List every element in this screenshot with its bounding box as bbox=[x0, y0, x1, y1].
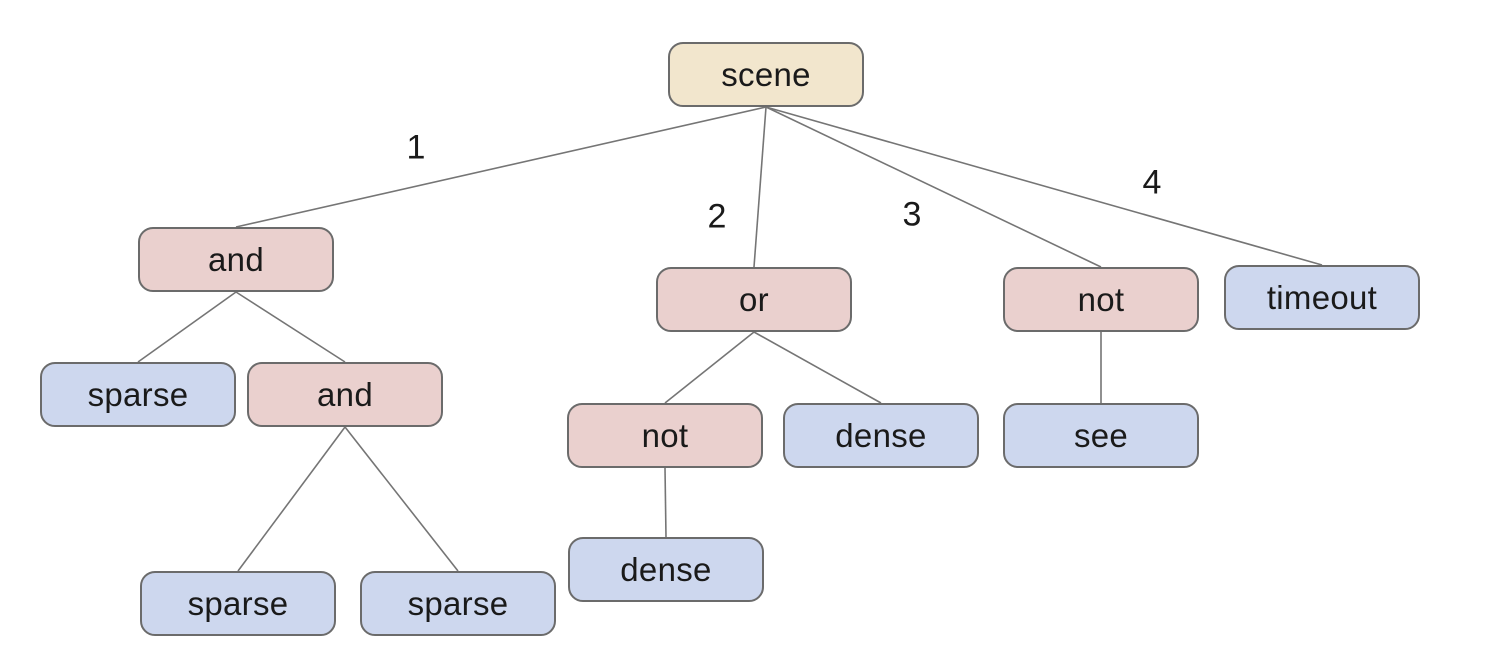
node-label: dense bbox=[835, 416, 927, 454]
edge-line-and-1-and-2 bbox=[235, 291, 346, 363]
node-label: scene bbox=[721, 55, 811, 93]
edge-line-scene-or-1 bbox=[753, 106, 767, 268]
edge-label-1: 1 bbox=[406, 128, 426, 167]
node-label: not bbox=[641, 416, 689, 454]
node-label: sparse bbox=[87, 375, 189, 413]
node-label: not bbox=[1077, 280, 1125, 318]
node-label: and bbox=[208, 240, 264, 278]
edge-label-2: 2 bbox=[707, 197, 727, 236]
tree-node-not-1: not bbox=[1003, 267, 1199, 332]
edge-label-4: 4 bbox=[1142, 163, 1162, 202]
tree-node-see-1: see bbox=[1003, 403, 1199, 468]
tree-node-dense-2: dense bbox=[568, 537, 764, 602]
node-label: sparse bbox=[407, 584, 509, 622]
tree-node-not-2: not bbox=[567, 403, 763, 468]
tree-node-sparse-3: sparse bbox=[360, 571, 556, 636]
edge-line-scene-not-1 bbox=[765, 106, 1102, 268]
tree-node-dense-1: dense bbox=[783, 403, 979, 468]
node-label: timeout bbox=[1266, 278, 1378, 316]
node-label: sparse bbox=[187, 584, 289, 622]
tree-node-and-2: and bbox=[247, 362, 443, 427]
edge-line-or-1-not-2 bbox=[664, 331, 755, 404]
node-label: or bbox=[739, 280, 769, 318]
edge-line-and-2-sparse-2 bbox=[237, 426, 346, 572]
edge-line-scene-and-1 bbox=[235, 106, 767, 228]
tree-node-or-1: or bbox=[656, 267, 852, 332]
edge-line-scene-timeout-1 bbox=[765, 106, 1323, 266]
node-label: see bbox=[1073, 416, 1129, 454]
edge-line-or-1-dense-1 bbox=[753, 331, 882, 404]
edge-label-3: 3 bbox=[902, 195, 922, 234]
edge-line-and-2-sparse-3 bbox=[344, 426, 459, 572]
tree-node-sparse-1: sparse bbox=[40, 362, 236, 427]
edge-line-and-1-sparse-1 bbox=[137, 291, 237, 363]
node-label: dense bbox=[620, 550, 712, 588]
edge-line-not-2-dense-2 bbox=[664, 467, 667, 538]
tree-node-timeout-1: timeout bbox=[1224, 265, 1420, 330]
tree-node-and-1: and bbox=[138, 227, 334, 292]
tree-node-scene: scene bbox=[668, 42, 864, 107]
tree-node-sparse-2: sparse bbox=[140, 571, 336, 636]
node-label: and bbox=[317, 375, 373, 413]
